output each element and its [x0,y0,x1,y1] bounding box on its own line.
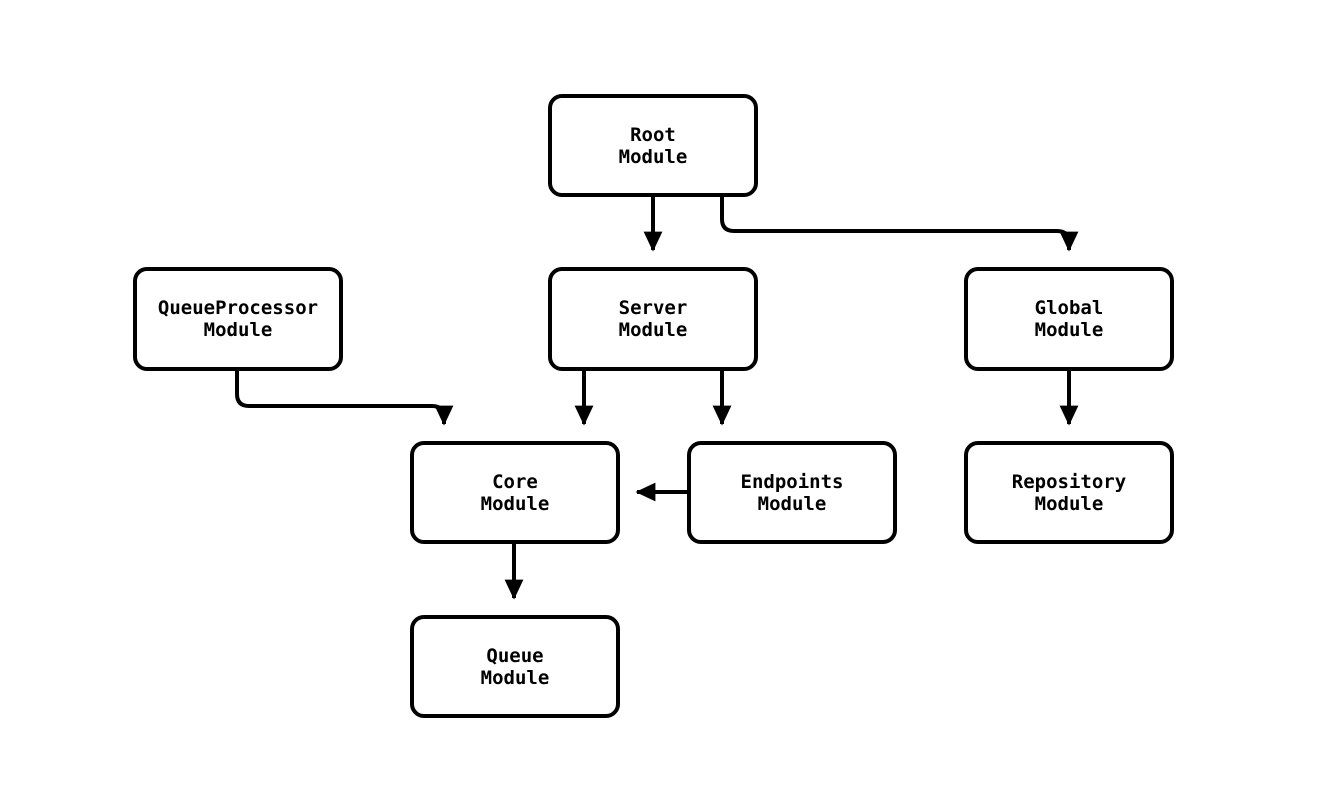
node-label-secondary: Module [203,319,273,341]
node-label-primary: Endpoints [740,470,844,493]
node-label-primary: Core [492,470,538,493]
node-label-primary: Root [630,123,676,146]
node-label-primary: Global [1034,297,1104,319]
edge-queueprocessor-to-core [235,371,454,426]
node-label-secondary: Module [618,145,688,168]
node-label-secondary: Module [1034,319,1104,341]
edge-paths [235,197,1079,600]
node-label-primary: QueueProcessor [157,297,319,319]
node-label-secondary: Module [757,492,827,515]
node-label-secondary: Module [1034,492,1104,515]
node-label-secondary: Module [480,666,550,689]
node-label-primary: Queue [486,644,544,667]
edge-root-to-global [720,197,1079,252]
node-label-secondary: Module [618,319,688,341]
node-label-secondary: Module [480,492,550,515]
node-label-primary: Server [618,297,688,319]
node-label-primary: Repository [1011,470,1127,493]
